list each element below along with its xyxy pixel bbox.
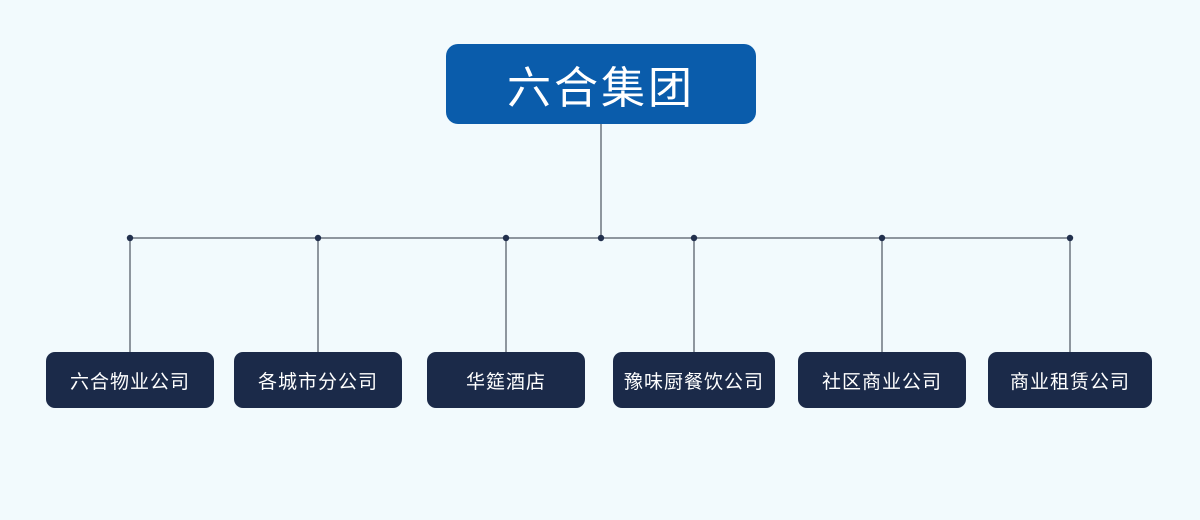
junction-dot-5 — [690, 234, 698, 242]
junction-dot-6 — [878, 234, 886, 242]
node-child-4-label: 豫味厨餐饮公司 — [623, 371, 764, 393]
node-child-2-label: 各城市分公司 — [257, 371, 378, 393]
node-child-3-label: 华筵酒店 — [465, 371, 546, 393]
node-child-2[interactable]: 各城市分公司 — [234, 352, 402, 408]
junction-dot-7 — [1066, 234, 1074, 242]
node-child-3[interactable]: 华筵酒店 — [427, 352, 585, 408]
junction-dot-1 — [126, 234, 134, 242]
node-child-4[interactable]: 豫味厨餐饮公司 — [613, 352, 775, 408]
node-child-1[interactable]: 六合物业公司 — [46, 352, 214, 408]
node-child-1-label: 六合物业公司 — [69, 371, 190, 393]
node-root[interactable]: 六合集团 — [446, 44, 756, 124]
junction-dot-4 — [597, 234, 605, 242]
node-child-5-label: 社区商业公司 — [821, 371, 942, 393]
node-child-6[interactable]: 商业租赁公司 — [988, 352, 1152, 408]
junction-dot-3 — [502, 234, 510, 242]
junction-dot-2 — [314, 234, 322, 242]
node-child-5[interactable]: 社区商业公司 — [798, 352, 966, 408]
node-child-6-label: 商业租赁公司 — [1009, 371, 1130, 393]
connector-group — [126, 124, 1074, 352]
node-root-label: 六合集团 — [507, 64, 695, 113]
